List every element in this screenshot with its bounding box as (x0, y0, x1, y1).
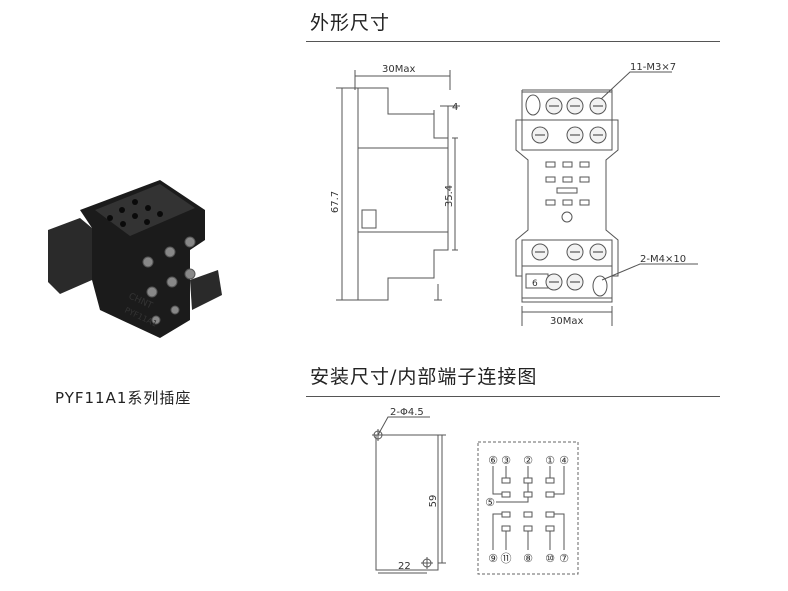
screw-bottom-label: 2-M4×10 (640, 254, 686, 265)
pin-4: ④ (559, 454, 569, 467)
front-view (515, 71, 698, 326)
pin-8: ⑧ (523, 552, 533, 565)
pin-7: ⑦ (559, 552, 569, 565)
pin-11: ⑪ (501, 552, 512, 565)
screw-slots (535, 105, 603, 283)
pin-6: ⑥ (488, 454, 498, 467)
pin-9: ⑨ (488, 552, 498, 565)
mount-width-label: 22 (398, 561, 411, 572)
left-flange (48, 218, 92, 294)
pin-5: ⑤ (485, 496, 495, 509)
mounting-title-rule (306, 396, 720, 397)
mount-holes-label: 2-Φ4.5 (390, 407, 424, 418)
pin-diagram-border (477, 441, 579, 575)
outline-drawing: 30Max 67.7 4 35.4 30Max 11-M3×7 2-M4×10 … (330, 62, 698, 327)
pin-diagram: ⑥ ③ ② ① ④ ⑤ ⑨ ⑪ ⑧ ⑩ ⑦ (477, 441, 579, 575)
front-small-label: 6 (532, 279, 538, 289)
right-flange (190, 270, 222, 310)
pin-1: ① (545, 454, 555, 467)
product-caption: PYF11A1系列插座 (55, 389, 192, 407)
mounting-title: 安装尺寸/内部端子连接图 (310, 366, 538, 388)
product-photo: CHNT PYF11A1 (48, 180, 222, 338)
pin-2: ② (523, 454, 533, 467)
side-height-label: 67.7 (330, 191, 341, 213)
mount-height-label: 59 (428, 495, 439, 508)
pin-3: ③ (501, 454, 511, 467)
front-screws (531, 97, 607, 291)
outline-title: 外形尺寸 (310, 12, 391, 34)
side-width-label: 30Max (382, 64, 415, 75)
side-view (336, 70, 460, 301)
front-width-label: 30Max (550, 316, 583, 327)
terminal-screws (142, 236, 196, 325)
socket-top (95, 184, 195, 236)
pin-holes (107, 199, 163, 227)
side-inner-label: 35.4 (444, 185, 455, 207)
mounting-drawing: 2-Φ4.5 59 22 (372, 407, 446, 574)
outline-title-rule (306, 41, 720, 42)
pin-wiring (492, 466, 565, 550)
pin-10: ⑩ (545, 552, 555, 565)
screw-top-label: 11-M3×7 (630, 62, 676, 73)
side-offset-label: 4 (452, 102, 458, 113)
